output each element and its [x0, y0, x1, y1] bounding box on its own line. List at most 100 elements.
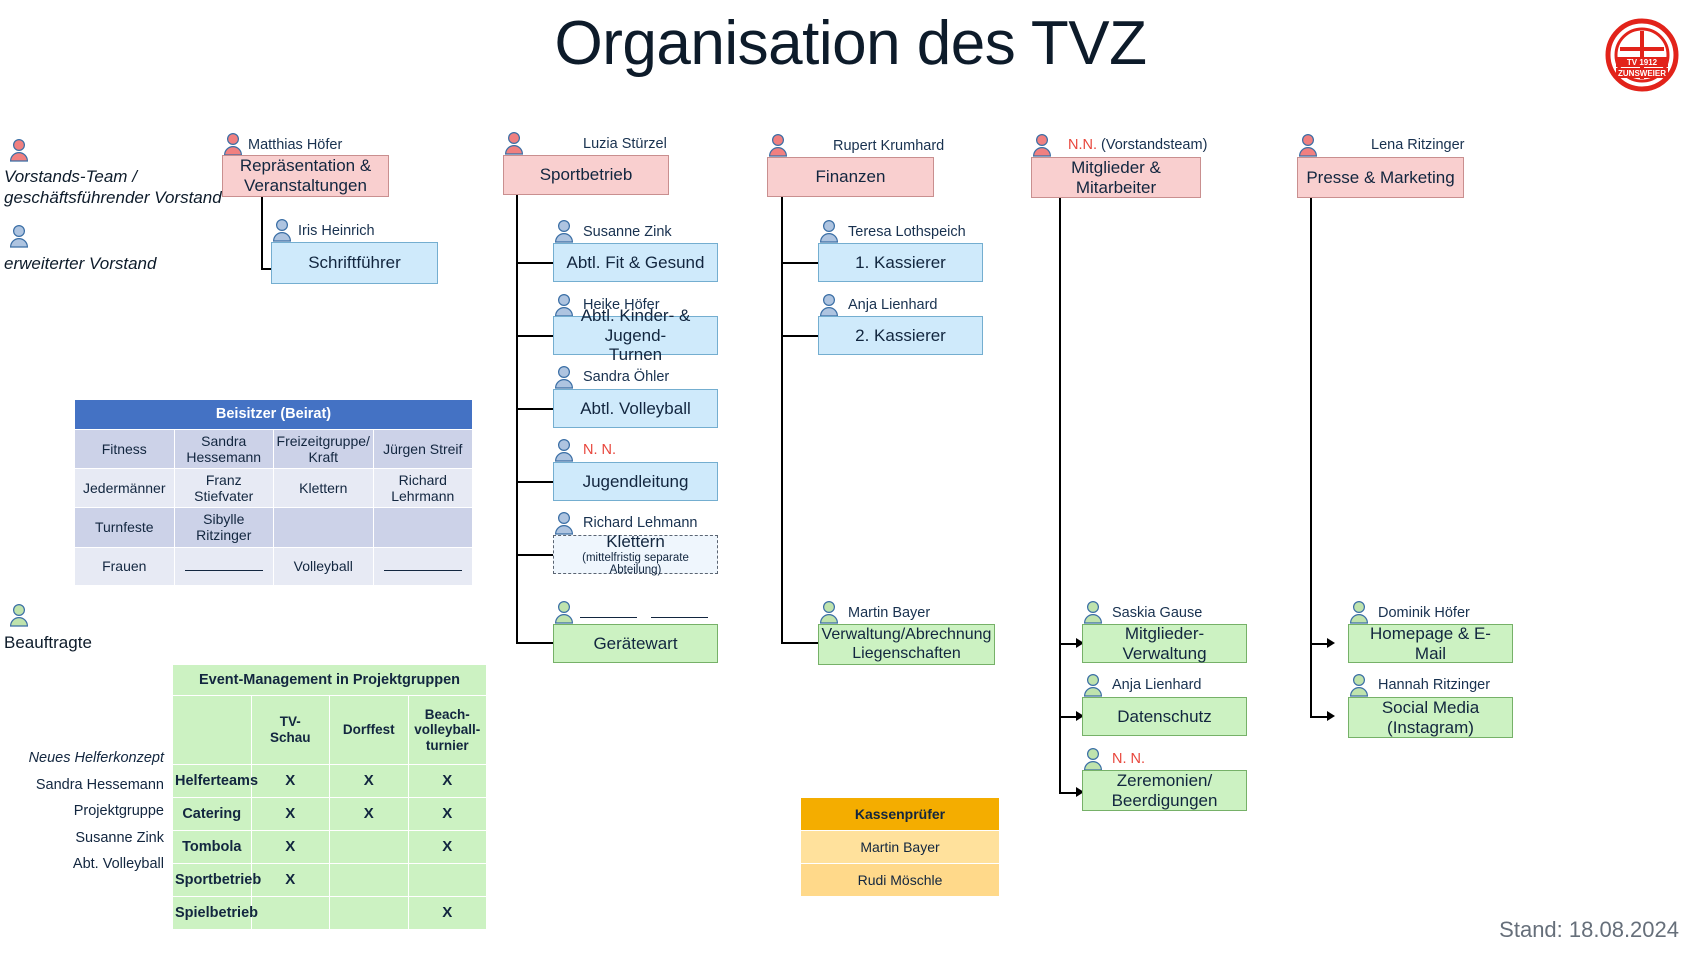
cell: Volleyball: [273, 546, 374, 586]
node-klettern[interactable]: Klettern (mittelfristig separate Abteilu…: [553, 532, 718, 577]
svg-text:ZUNSWEIER: ZUNSWEIER: [1618, 69, 1666, 78]
legend-label-delegates: Beauftragte: [4, 633, 92, 652]
node-abtl-kinder-jugendturnen[interactable]: Abtl. Kinder- & Jugend- Turnen: [553, 306, 718, 364]
person-icon-mitglieder-vacancy: [1031, 133, 1053, 157]
cell: [329, 863, 409, 897]
table-row[interactable]: Sportbetrieb X: [172, 863, 487, 897]
cell: [250, 896, 330, 930]
arrow-head-icon: [1076, 787, 1084, 797]
cell: X: [250, 764, 330, 798]
stand-date: Stand: 18.08.2024: [1499, 917, 1679, 942]
caption-jugendleitung-vacancy: N. N.: [583, 442, 617, 458]
beisitzer-table-wrap: Beisitzer (Beirat) Fitness Sandra Hessem…: [74, 399, 473, 586]
cell: [329, 830, 409, 864]
cell: Sportbetrieb: [172, 863, 261, 897]
person-icon-rupert-krumhard: [767, 133, 789, 157]
table-row[interactable]: Fitness Sandra Hessemann Freizeitgruppe/…: [74, 428, 473, 470]
node-datenschutz[interactable]: Datenschutz: [1082, 697, 1247, 736]
person-icon-sandra-oehler: [553, 365, 575, 389]
cell: Tombola: [172, 830, 252, 864]
node-verwaltung-abrechnung-liegenschaften[interactable]: Verwaltung/Abrechnung Liegenschaften: [818, 624, 995, 665]
event-left-label-2: Projektgruppe: [73, 803, 164, 819]
blank-name-line: [651, 606, 709, 618]
node-abtl-volleyball[interactable]: Abtl. Volleyball: [553, 389, 718, 428]
cell: Freizeitgruppe/ Kraft: [273, 428, 374, 470]
cell: X: [407, 896, 487, 930]
auditor-table-wrap: Kassenprüfer Martin Bayer Rudi Möschle: [800, 797, 1000, 897]
person-icon-heike-hoefer: [553, 293, 575, 317]
person-icon-jugendleitung-vacancy: [553, 438, 575, 462]
caption-zeremonien-vacancy: N. N.: [1112, 751, 1146, 767]
person-icon-iris-heinrich: [271, 218, 293, 242]
connector-line: [781, 642, 819, 644]
node-finanzen[interactable]: Finanzen: [767, 157, 934, 197]
node-klettern-subtext: (mittelfristig separate Abteilung): [582, 551, 689, 577]
person-icon-anja-lienhard-datenschutz: [1082, 673, 1104, 697]
cell: X: [250, 830, 330, 864]
cell: Spielbetrieb: [172, 896, 258, 930]
connector-trunk-presse: [1310, 198, 1312, 718]
table-row[interactable]: Jedermänner Franz Stiefvater Klettern Ri…: [74, 468, 473, 509]
caption-luzia-stuerzel: Luzia Stürzel: [583, 136, 667, 152]
beisitzer-table-title: Beisitzer (Beirat): [74, 399, 473, 430]
cell: Frauen: [74, 546, 175, 586]
node-2-kassierer[interactable]: 2. Kassierer: [818, 316, 983, 355]
node-geraetewart[interactable]: Gerätewart: [553, 624, 718, 663]
event-col-header-beachvolleyball: Beach- volleyball- turnier: [407, 695, 487, 765]
connector-trunk-mitglieder: [1059, 198, 1061, 794]
connector-line: [781, 335, 819, 337]
cell: Richard Lehrmann: [372, 468, 473, 509]
table-row[interactable]: Spielbetrieb X: [172, 896, 487, 930]
cell: Fitness: [74, 428, 175, 470]
kassenpruefer-member: Rudi Möschle: [800, 863, 1000, 897]
caption-martin-bayer: Martin Bayer: [848, 605, 931, 621]
legend-icon-extended-board: [8, 224, 30, 248]
node-social-media-instagram[interactable]: Social Media (Instagram): [1348, 697, 1513, 738]
node-jugendleitung[interactable]: Jugendleitung: [553, 462, 718, 501]
connector-line: [516, 262, 554, 264]
cell: X: [250, 797, 330, 831]
event-col-header-tv-schau: TV- Schau: [250, 695, 330, 765]
cell: [329, 896, 409, 930]
page-title: Organisation des TVZ: [554, 9, 1147, 78]
table-row[interactable]: Tombola X X: [172, 830, 487, 864]
caption-geraetewart-blank: [580, 605, 709, 623]
cell: X: [329, 764, 409, 798]
node-schriftfuehrer[interactable]: Schriftführer: [271, 242, 438, 284]
node-zeremonien-beerdigungen[interactable]: Zeremonien/ Beerdigungen: [1082, 770, 1247, 811]
legend-icon-board: [8, 138, 30, 162]
caption-rupert-krumhard: Rupert Krumhard: [833, 138, 945, 154]
connector-line: [516, 335, 554, 337]
connector-trunk-sportbetrieb: [516, 195, 518, 643]
caption-saskia-gause: Saskia Gause: [1112, 605, 1203, 621]
connector-line: [261, 268, 272, 270]
caption-iris-heinrich: Iris Heinrich: [298, 223, 375, 239]
table-row[interactable]: Turnfeste Sibylle Ritzinger: [74, 507, 473, 548]
legend-label-board: Vorstands-Team / geschäftsführender Vors…: [4, 167, 222, 208]
table-row[interactable]: Helferteams X X X: [172, 764, 487, 798]
connector-line: [516, 481, 554, 483]
node-presse-marketing[interactable]: Presse & Marketing: [1297, 157, 1464, 198]
connector-line: [261, 197, 263, 269]
arrow-head-icon: [1327, 638, 1335, 648]
connector-line: [516, 642, 554, 644]
node-sportbetrieb[interactable]: Sportbetrieb: [503, 155, 669, 195]
connector-line: [1059, 716, 1081, 718]
cell: X: [250, 863, 330, 897]
node-1-kassierer[interactable]: 1. Kassierer: [818, 243, 983, 282]
connector-line: [516, 554, 554, 556]
caption-mitglieder-vacancy: N.N. (Vorstandsteam): [1068, 137, 1207, 153]
node-mitglieder-mitarbeiter[interactable]: Mitglieder & Mitarbeiter: [1031, 157, 1201, 198]
node-mitglieder-verwaltung[interactable]: Mitglieder-Verwaltung: [1082, 624, 1247, 663]
blank-name-line: [383, 559, 462, 572]
person-icon-luzia-stuerzel: [503, 131, 525, 155]
caption-anja-lienhard-datenschutz: Anja Lienhard: [1112, 677, 1202, 693]
table-row[interactable]: Frauen Volleyball: [74, 546, 473, 586]
node-repraesentation-veranstaltungen[interactable]: Repräsentation & Veranstaltungen: [222, 155, 389, 197]
person-icon-richard-lehmann: [553, 511, 575, 535]
person-icon-zeremonien-vacancy: [1082, 747, 1104, 771]
node-homepage-email[interactable]: Homepage & E-Mail: [1348, 624, 1513, 663]
table-row[interactable]: Catering X X X: [172, 797, 487, 831]
event-table-wrap: Event-Management in Projektgruppen TV- S…: [172, 664, 487, 930]
node-abtl-fit-gesund[interactable]: Abtl. Fit & Gesund: [553, 243, 718, 282]
